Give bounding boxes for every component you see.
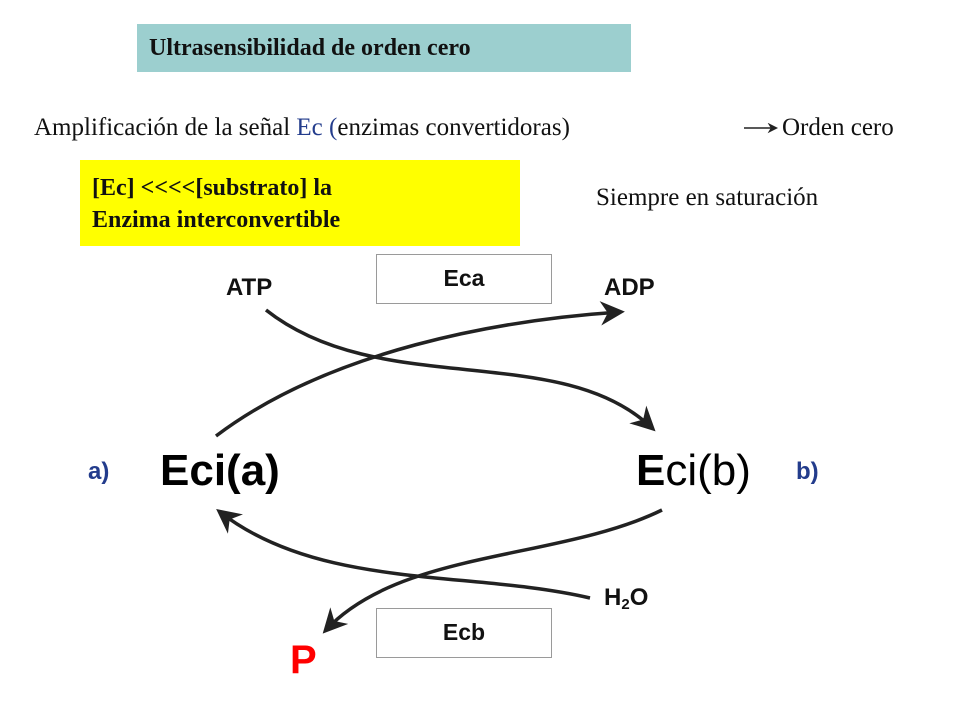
adp-label: ADP: [604, 274, 655, 301]
h2o-h: H: [604, 584, 622, 611]
ec-prefix: Ec (: [296, 114, 338, 141]
h2o-label: H2O: [604, 584, 648, 613]
eci-b-first-letter: E: [636, 446, 666, 495]
state-b-label: b): [796, 458, 819, 485]
eci-b-state: Eci(b): [636, 446, 751, 496]
page-title: Ultrasensibilidad de orden cero: [137, 24, 631, 72]
zero-order-result: Orden cero: [782, 114, 894, 141]
atp-label: ATP: [226, 274, 273, 301]
concentration-note-line1: [Ec] <<<<[substrato] la: [92, 175, 333, 201]
concentration-note-line2: Enzima interconvertible: [92, 207, 341, 233]
arrow-atp-to-eci-b: [264, 308, 656, 432]
arrow-eci-a-to-adp: [214, 301, 625, 438]
enzyme-eca-box: Eca: [376, 254, 552, 304]
phosphate-product-label: P: [290, 638, 317, 682]
concentration-note-box: [Ec] <<<<[substrato] la Enzima interconv…: [80, 160, 520, 246]
arrow-eci-b-to-p: [322, 508, 663, 634]
enzyme-ecb-box: Ecb: [376, 608, 552, 658]
eci-b-rest: ci(b): [665, 446, 751, 495]
eci-a-state: Eci(a): [160, 446, 280, 495]
state-a-label: a): [88, 458, 110, 485]
amplification-row: Amplificación de la señal Ec (enzimas co…: [34, 114, 570, 142]
saturation-note: Siempre en saturación: [596, 184, 819, 211]
arrow-h2o-to-eci-a: [216, 508, 591, 600]
ec-description: enzimas convertidoras): [337, 114, 570, 141]
amplification-label: Amplificación de la señal: [34, 114, 291, 141]
h2o-o: O: [629, 584, 649, 611]
h2o-subscript: 2: [621, 596, 630, 613]
